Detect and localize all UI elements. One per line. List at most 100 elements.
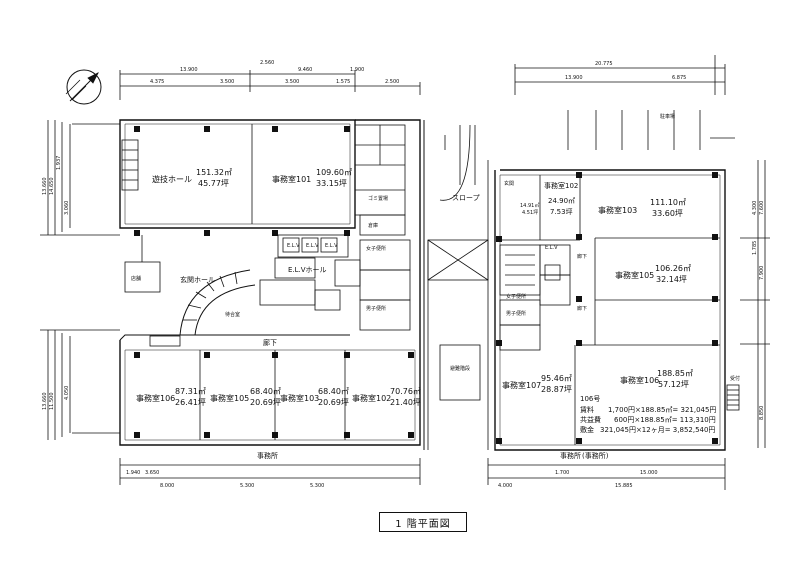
rent-value: 1,700円×188.85㎡= 321,045円 [608,406,716,414]
r106-tsubo: 26.41坪 [175,398,206,407]
corridor-right-label: 廊下 [577,305,587,312]
dim-left-1: 13.660 [42,178,48,196]
dim-right-2: 7.600 [759,201,765,215]
dim-left-5: 13.660 [42,393,48,411]
unit-106-label: 106号 [580,395,600,403]
dim-bot-7: 1.700 [555,470,569,476]
jimusho-right-label-2: (事務所) [582,451,609,460]
elv-label-1: E.L.V [287,243,300,249]
r107-name: 事務室107 [502,380,541,390]
mens-label: 男子便所 [366,305,386,312]
dim-bot-1: 1.940 [126,470,140,476]
corridor-right-label-2: 廊下 [577,253,587,260]
womens-label: 女子便所 [366,245,386,252]
small-tsubo: 4.51坪 [522,209,538,216]
shikikin-label: 敷金 [580,425,594,434]
dim-top-r1: 20.775 [595,61,613,67]
dim-bot-2: 3.650 [145,470,159,476]
r105-tsubo: 20.69坪 [250,398,281,407]
hall-area: 151.32㎡ [196,168,232,177]
shop-label: 店舗 [131,275,141,282]
dim-bot-9: 15.000 [640,470,658,476]
dim-bot-4: 5.300 [240,483,254,489]
r105-area: 68.40㎡ [250,387,281,396]
kenkai-label: 玄関 [504,180,514,187]
dim-right-4: 8.850 [759,406,765,420]
dim-top-r3: 6.875 [672,75,686,81]
dim-bot-3: 8.000 [160,483,174,489]
north-arrow-icon [65,69,102,105]
kyoeki-value: 600円×188.85㎡= 113,310円 [614,416,716,424]
r103b-name: 事務室103 [598,205,637,215]
womens2-label: 女子便所 [506,293,526,300]
r103-area: 68.40㎡ [318,387,349,396]
slope-label: スロープ [452,194,480,202]
elv-label-2: E.L.V [306,243,319,249]
dim-left-7: 4.050 [64,386,70,400]
r102-name: 事務室102 [352,393,391,403]
storage-label: 倉庫 [368,222,378,229]
dim-top-5: 3.500 [220,79,234,85]
r102-area: 70.76㎡ [390,387,421,396]
r101-name: 事務室101 [272,174,311,184]
r103-name: 事務室103 [280,393,319,403]
dim-top-r2: 13.900 [565,75,583,81]
r102b-area: 24.90㎡ [548,197,575,205]
evacuation-label: 避難階段 [450,365,470,372]
r107-area: 95.46㎡ [541,374,572,383]
dim-top-1: 2.560 [260,60,274,66]
corridor-left-label: 廊下 [263,338,277,347]
dim-bot-8: 15.885 [615,483,633,489]
dim-right-5: 1.785 [752,241,758,255]
jimusho-label: 事務所 [257,451,278,460]
r102b-name: 事務室102 [544,181,578,190]
r102b-tsubo: 7.53坪 [550,208,573,216]
r103b-area: 111.10㎡ [650,198,686,207]
dim-bot-6: 4.000 [498,483,512,489]
dim-top-2: 13.900 [180,67,198,73]
r106-name: 事務室106 [136,393,175,403]
dim-top-3: 9.460 [298,67,312,73]
r103-tsubo: 20.69坪 [318,398,349,407]
dim-top-6: 3.500 [285,79,299,85]
plan-title: 1 階平面図 [379,512,467,532]
mens2-label: 男子便所 [506,310,526,317]
dim-left-2: 14.650 [49,178,55,196]
elv-hall-label: E.L.Vホール [288,266,327,274]
dim-top-4: 4.375 [150,79,164,85]
shikikin-value: 321,045円×12ヶ月= 3,852,540円 [600,426,715,434]
elv-label-3: E.L.V [325,243,338,249]
jimusho-right-label: 事務所 [560,451,581,460]
small-area: 14.91㎡ [520,202,539,209]
r107-tsubo: 28.87坪 [541,385,572,394]
r106b-tsubo: 57.12坪 [658,380,689,389]
r101-tsubo: 33.15坪 [316,179,347,188]
dim-right-1: 4.300 [752,201,758,215]
dim-left-4: 3.060 [64,201,70,215]
r101-area: 109.60㎡ [316,168,352,177]
r106-area: 87.31㎡ [175,387,206,396]
dim-right-3: 7.900 [759,266,765,280]
waiting-room-label: 待合室 [225,311,240,318]
elv-right-label: E.L.V [545,245,558,251]
r102-tsubo: 21.40坪 [390,398,421,407]
trash-label: ゴミ置場 [368,195,388,202]
rent-label: 賃料 [580,405,594,414]
r105b-name: 事務室105 [615,270,654,280]
r105-name: 事務室105 [210,393,249,403]
r106b-name: 事務室106 [620,375,659,385]
parking-label: 駐車場 [660,113,675,120]
r106b-area: 188.85㎡ [657,369,693,378]
dim-top-8: 2.500 [385,79,399,85]
kyoeki-label: 共益費 [580,415,601,424]
dim-bot-5: 5.300 [310,483,324,489]
entrance-hall-label: 玄関ホール [180,275,215,284]
dim-left-3: 1.937 [56,156,62,170]
keyroom-label: 受付 [730,375,740,382]
dim-top-7: 1.575 [336,79,350,85]
r103b-tsubo: 33.60坪 [652,209,683,218]
r105b-tsubo: 32.14坪 [656,275,687,284]
hall-tsubo: 45.77坪 [198,179,229,188]
dim-left-6: 11.500 [49,393,55,411]
